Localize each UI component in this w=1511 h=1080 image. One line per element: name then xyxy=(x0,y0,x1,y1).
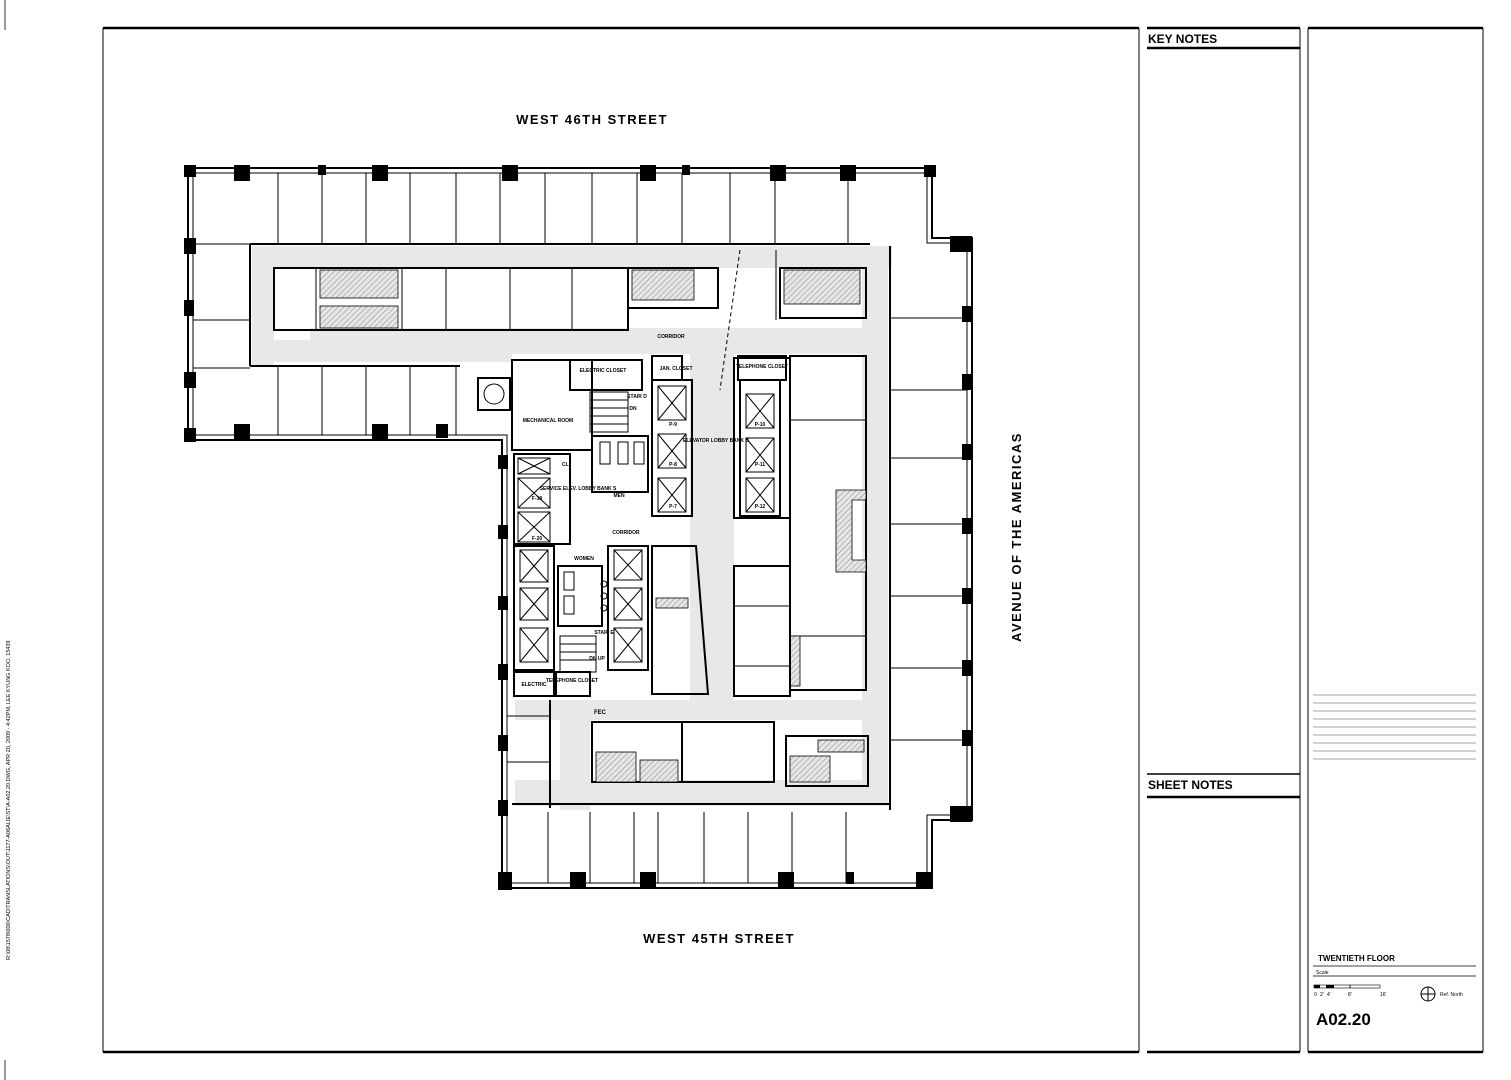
south-interior xyxy=(512,721,890,805)
elevator-label-p7: P-7 xyxy=(669,504,677,510)
elevator-bank-b xyxy=(651,355,787,517)
elevator-label-p8: P-8 xyxy=(669,462,677,468)
elevator-label-p10: P-10 xyxy=(755,422,766,428)
room-label-fec: FEC xyxy=(594,710,607,716)
room-label-stair-e: STAIR E xyxy=(594,630,614,636)
east-offices xyxy=(889,246,967,810)
north-arrow-icon xyxy=(1420,986,1436,1002)
key-notes-heading: KEY NOTES xyxy=(1148,32,1217,46)
elevator-label-f20: F-20 xyxy=(532,536,543,542)
street-label-north: WEST 46TH STREET xyxy=(516,112,668,127)
sheet-border xyxy=(4,0,1484,1080)
scale-tick-16: 16' xyxy=(1380,992,1387,998)
exterior-walls xyxy=(187,167,973,889)
street-label-south: WEST 45TH STREET xyxy=(643,931,795,946)
room-label-electric-closet: ELECTRIC CLOSET xyxy=(580,368,627,374)
room-label-mechanical-room: MECHANICAL ROOM xyxy=(523,418,573,424)
room-label-jan-closet: JAN. CLOSET xyxy=(659,366,692,372)
revision-lines xyxy=(1313,694,1476,760)
scale-label: Scale xyxy=(1316,970,1329,976)
floor-plan: CORRIDOR ELECTRIC CLOSET JAN. CLOSET TEL… xyxy=(184,165,973,890)
sheet-notes-heading: SHEET NOTES xyxy=(1148,778,1233,792)
key-notes-panel: KEY NOTES xyxy=(1147,32,1300,50)
title-block: TWENTIETH FLOOR Scale 0 2' 4' 8' 16' Ref… xyxy=(1313,694,1476,1029)
service-core xyxy=(477,359,710,697)
file-stamp: R:\08\1578\000\CAD\TRANSLATIONS\OUT\1177… xyxy=(6,640,12,960)
elevator-label-p12: P-12 xyxy=(755,504,766,510)
corridors xyxy=(252,246,892,810)
room-label-corridor-middle: CORRIDOR xyxy=(612,530,640,536)
room-label-corridor-north: CORRIDOR xyxy=(657,334,685,340)
north-offices xyxy=(193,173,870,435)
elevator-label-p11: P-11 xyxy=(755,462,766,468)
room-label-elevator-lobby: ELEVATOR LOBBY BANK B xyxy=(683,438,749,444)
south-offices xyxy=(507,700,847,883)
room-label-women: WOMEN xyxy=(574,556,594,562)
sheet-notes-panel: SHEET NOTES xyxy=(1147,773,1300,799)
east-interior xyxy=(733,355,867,697)
room-labels: CORRIDOR ELECTRIC CLOSET JAN. CLOSET TEL… xyxy=(522,334,789,716)
street-label-east: AVENUE OF THE AMERICAS xyxy=(1009,432,1024,642)
room-label-stair-d: STAIR D xyxy=(627,394,647,400)
room-label-telephone-closet-north: TELEPHONE CLOSET xyxy=(736,364,788,370)
scale-tick-8: 8' xyxy=(1348,992,1352,998)
room-label-dn: DN xyxy=(629,406,637,412)
drawing-title: TWENTIETH FLOOR xyxy=(1318,954,1395,963)
elevator-label-f19: F-19 xyxy=(532,496,543,502)
room-label-men: MEN xyxy=(613,493,625,499)
room-label-cl: CL. xyxy=(562,462,571,468)
scale-tick-2: 2' xyxy=(1320,992,1324,998)
scale-tick-0: 0 xyxy=(1314,992,1317,998)
elevator-label-p9: P-9 xyxy=(669,422,677,428)
sheet-number: A02.20 xyxy=(1316,1010,1371,1029)
room-label-electric: ELECTRIC xyxy=(522,682,547,688)
room-label-telephone-closet-south: TELEPHONE CLOSET xyxy=(546,678,598,684)
north-interior xyxy=(273,249,867,391)
scale-bar: 0 2' 4' 8' 16' xyxy=(1313,984,1387,998)
room-label-service-lobby: SERVICE ELEV. LOBBY BANK S xyxy=(540,486,617,492)
north-label: Ref. North xyxy=(1440,992,1463,998)
room-label-dn-up: DN UP xyxy=(589,656,605,662)
scale-tick-4: 4' xyxy=(1327,992,1331,998)
